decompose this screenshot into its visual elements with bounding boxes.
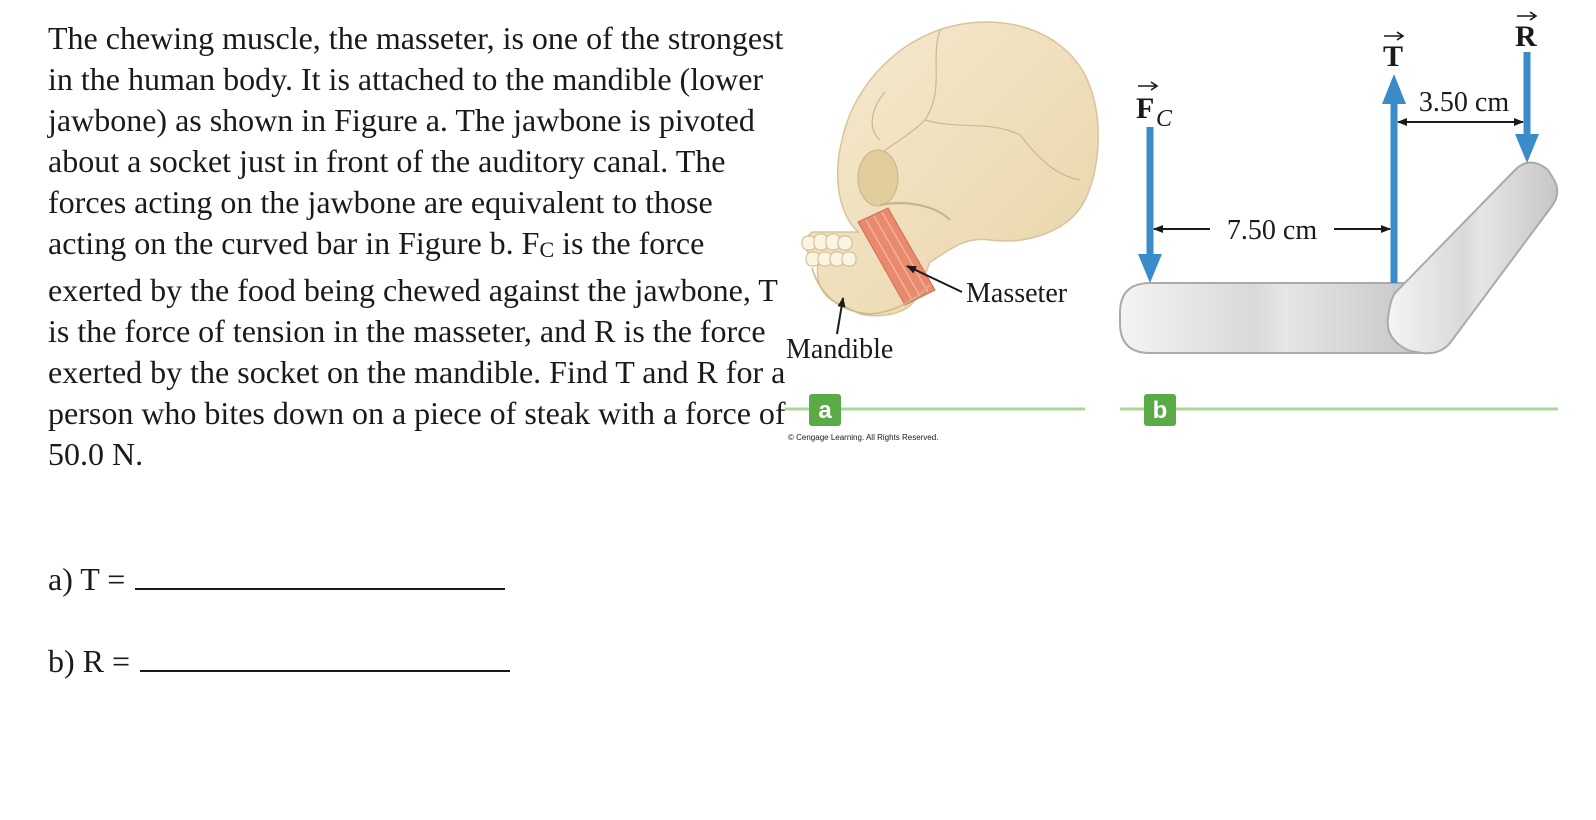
fc-force-arrow — [1138, 127, 1162, 283]
copyright-notice: © Cengage Learning. All Rights Reserved. — [788, 433, 938, 442]
skull-sutures — [861, 29, 1081, 181]
dimension-7-50-label: 7.50 cm — [1227, 215, 1317, 246]
answer-a-label: a) T = — [48, 561, 126, 597]
masseter-fibers — [865, 211, 929, 301]
answer-b-label: b) R = — [48, 643, 131, 679]
r-label: R — [1515, 11, 1538, 53]
r-force-arrow — [1515, 52, 1539, 163]
mandible-outline — [811, 267, 931, 315]
problem-text: The chewing muscle, the masseter, is one… — [48, 18, 788, 475]
answer-b-row: b) R = — [48, 640, 511, 681]
masseter-label: Masseter — [966, 278, 1068, 309]
curved-bar — [1119, 161, 1559, 355]
masseter-pointer — [906, 265, 963, 293]
dimension-3-50: 3.50 cm — [1397, 87, 1524, 126]
fc-label-sub: C — [1156, 106, 1173, 132]
dimension-3-50-label: 3.50 cm — [1419, 87, 1509, 118]
r-vector-arrow — [1517, 11, 1538, 21]
answer-a-row: a) T = — [48, 558, 506, 599]
fc-vector-arrow — [1138, 81, 1159, 91]
t-force-arrow — [1382, 74, 1406, 283]
mandible-label: Mandible — [786, 334, 893, 365]
problem-text-part1: The chewing muscle, the masseter, is one… — [48, 20, 784, 261]
figure-a-badge — [809, 394, 841, 426]
t-label: T — [1383, 31, 1405, 73]
teeth — [801, 233, 857, 267]
t-label-letter: T — [1383, 40, 1403, 73]
answer-a-blank[interactable] — [135, 558, 506, 590]
cheekbone — [879, 202, 951, 221]
fc-subscript: C — [539, 237, 555, 262]
problem-statement: The chewing muscle, the masseter, is one… — [48, 18, 788, 475]
figure-a-badge-text: a — [818, 397, 832, 424]
t-vector-arrow — [1384, 31, 1405, 41]
problem-text-part2: is the force exerted by the food being c… — [48, 225, 786, 472]
mandible-pointer — [836, 297, 846, 335]
figure-b-badge — [1144, 394, 1176, 426]
eye-socket — [857, 149, 899, 207]
masseter-muscle — [857, 207, 936, 306]
dimension-7-50: 7.50 cm — [1153, 215, 1391, 246]
r-label-letter: R — [1515, 20, 1537, 53]
figure-b-badge-text: b — [1153, 397, 1168, 424]
skull-illustration — [801, 21, 1099, 317]
fc-label-letter: F — [1136, 92, 1154, 125]
bar-inclined-segment — [1386, 161, 1559, 355]
fc-label: F C — [1136, 81, 1173, 132]
cranium-shape — [805, 21, 1099, 317]
answer-b-blank[interactable] — [140, 640, 511, 672]
bar-horizontal-segment — [1119, 282, 1421, 354]
